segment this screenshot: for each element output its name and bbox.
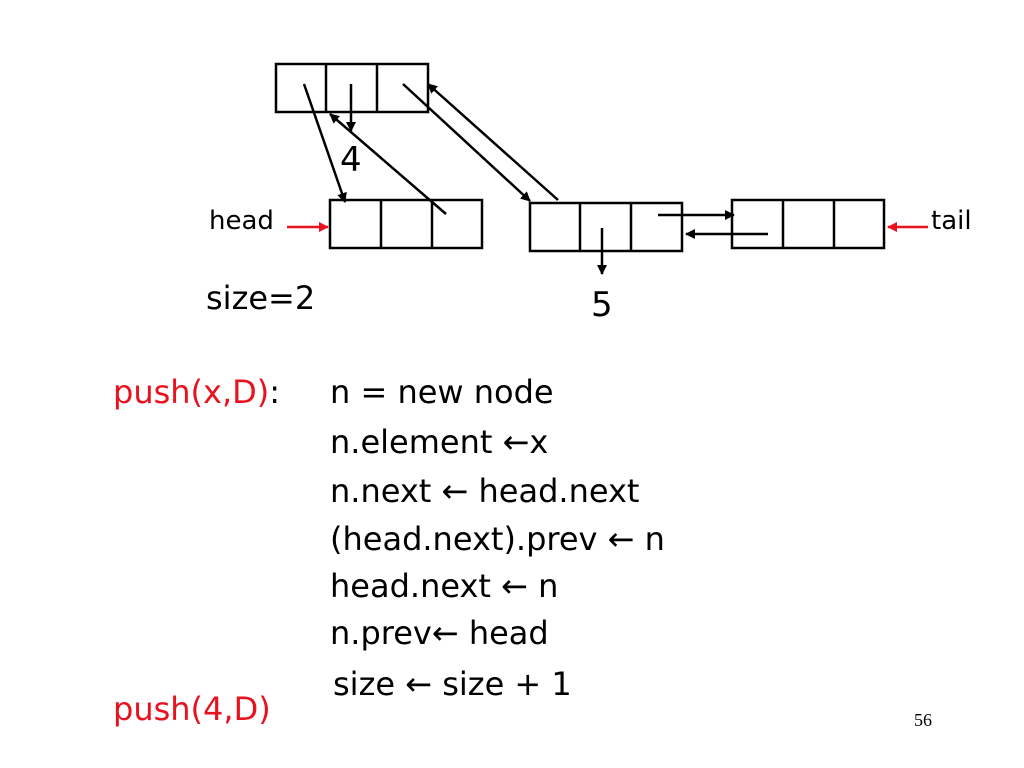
new-next-arrow (403, 84, 530, 201)
push-call-label: push(x,D) (113, 373, 269, 411)
size-label: size=2 (206, 282, 315, 314)
head-node (330, 200, 482, 248)
code-line-prev: n.prev← head (330, 617, 549, 649)
new-node-value: 4 (340, 143, 362, 177)
example-call: push(4,D) (113, 693, 271, 725)
code-line-size: size ← size + 1 (333, 668, 572, 700)
new-prev-arrow (304, 84, 345, 202)
code-line-prev-update: (head.next).prev ← n (330, 523, 665, 555)
tail-label: tail (931, 208, 972, 234)
code-line-head-next: head.next ← n (330, 570, 558, 602)
code-line-new-node: n = new node (330, 376, 554, 408)
existing-node (530, 203, 682, 251)
push-signature: push(x,D): (113, 376, 280, 408)
existing-node-value: 5 (591, 288, 613, 322)
tail-node (732, 200, 884, 248)
code-line-next: n.next ← head.next (330, 475, 639, 507)
existing-prev-arrow (428, 84, 558, 200)
code-line-element: n.element ←x (330, 426, 548, 458)
push-call-colon: : (269, 373, 280, 411)
page-number: 56 (914, 710, 932, 731)
head-label: head (209, 208, 274, 234)
